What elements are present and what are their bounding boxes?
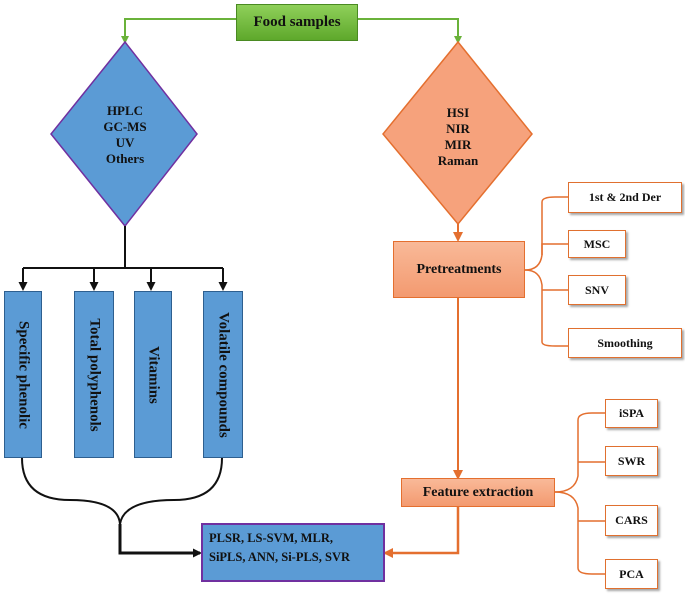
method-item: Others [105,151,145,166]
pretreatment-snv: SNV [568,275,626,305]
target-vitamins: Vitamins [134,291,172,458]
feature-swr: SWR [605,446,658,476]
pretreatment-item: 1st & 2nd Der [588,190,662,204]
feature-item: PCA [619,566,644,581]
models-line: PLSR, LS-SVM, MLR, [209,531,333,545]
feature-ispa: iSPA [605,399,658,428]
food-samples-label: Food samples [253,14,341,30]
pretreatment-derivative: 1st & 2nd Der [568,182,682,213]
food-samples-box: Food samples [236,4,358,41]
target-label: Total polyphenols [86,317,103,432]
feature-extraction-label: Feature extraction [422,484,534,500]
technique-item: NIR [446,121,470,136]
techniques-list: HSI NIR MIR Raman [418,105,498,169]
pretreatments-box: Pretreatments [393,241,525,298]
methods-list: HPLC GC-MS UV Others [75,103,175,167]
pretreatment-msc: MSC [568,230,626,258]
method-item: UV [115,135,135,150]
technique-item: Raman [437,153,479,168]
pretreatment-item: SNV [584,282,609,297]
technique-item: MIR [444,137,472,152]
arrow-root-right [358,18,462,44]
method-item: HPLC [106,103,144,118]
target-total-polyphenols: Total polyphenols [74,291,114,458]
models-line: SiPLS, ANN, Si-PLS, SVR [209,550,351,564]
feature-cars: CARS [605,505,658,536]
target-label: Specific phenolic [15,320,32,429]
feature-pca: PCA [605,559,658,589]
feature-extraction-box: Feature extraction [401,478,555,507]
pretreatment-smoothing: Smoothing [568,328,682,358]
pretreatments-label: Pretreatments [416,261,502,277]
pretreatment-item: MSC [583,236,611,251]
feature-item: iSPA [618,406,645,420]
target-volatile-compounds: Volatile compounds [203,291,243,458]
models-box: PLSR, LS-SVM, MLR, SiPLS, ANN, Si-PLS, S… [201,523,385,582]
arrow-root-left [121,18,236,44]
pretreatment-item: Smoothing [597,335,653,350]
technique-item: HSI [446,105,470,120]
target-label: Vitamins [145,345,162,404]
target-specific-phenolic: Specific phenolic [4,291,42,458]
feature-item: CARS [615,513,648,527]
feature-item: SWR [617,453,646,468]
method-item: GC-MS [103,119,147,134]
target-label: Volatile compounds [215,311,232,438]
